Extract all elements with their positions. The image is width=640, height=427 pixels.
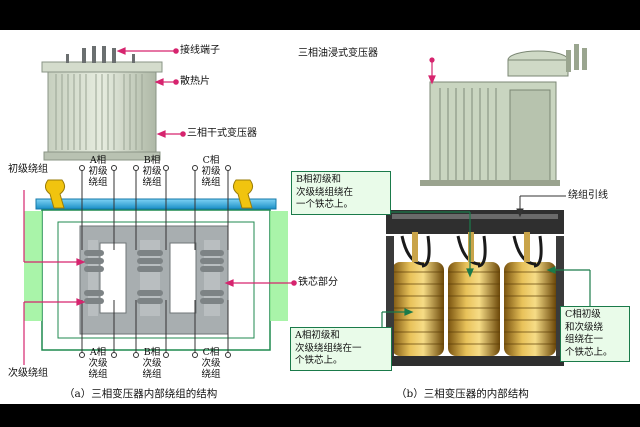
note-phase-a: A相初级和 次级绕组绕在一 个铁芯上。 (290, 327, 392, 371)
primary-winding-label: 初级绕组 (8, 164, 48, 175)
iron-core-label: 铁芯部分 (298, 277, 338, 288)
callout-arrow-oil (428, 57, 436, 85)
callout-arrows-top-left (116, 47, 186, 138)
terminal-label: 接线端子 (180, 45, 220, 56)
secondary-winding-label: 次级绕组 (8, 368, 48, 379)
callout-arrow-lead (516, 195, 566, 218)
radiator-label: 散热片 (180, 76, 210, 87)
internal-coils-photo (386, 210, 564, 366)
dry-transformer-photo (41, 46, 163, 161)
caption-a: （a）三相变压器内部绕组的结构 (64, 388, 218, 400)
phase-a-primary-label: A相 初级 绕组 (88, 155, 108, 188)
note-phase-b: B相初级和 次级绕组绕在 一个铁芯上。 (291, 171, 391, 215)
oil-transformer-label: 三相油浸式变压器 (298, 48, 378, 59)
caption-b: （b）三相变压器的内部结构 (396, 388, 529, 400)
note-phase-c: C相初级 和次级绕 组绕在一 个铁芯上。 (560, 306, 630, 362)
phase-b-primary-label: B相 初级 绕组 (142, 155, 162, 188)
callout-arrows-core (23, 190, 297, 365)
core-structure-diagram (24, 165, 288, 358)
phase-c-secondary-label: C相 次级 绕组 (201, 347, 221, 380)
oil-transformer-photo (420, 44, 587, 186)
phase-a-secondary-label: A相 次级 绕组 (88, 347, 108, 380)
phase-c-primary-label: C相 初级 绕组 (201, 155, 221, 188)
lead-wire-label: 绕组引线 (568, 190, 608, 201)
phase-b-secondary-label: B相 次级 绕组 (142, 347, 162, 380)
dry-transformer-label: 三相干式变压器 (187, 128, 257, 139)
